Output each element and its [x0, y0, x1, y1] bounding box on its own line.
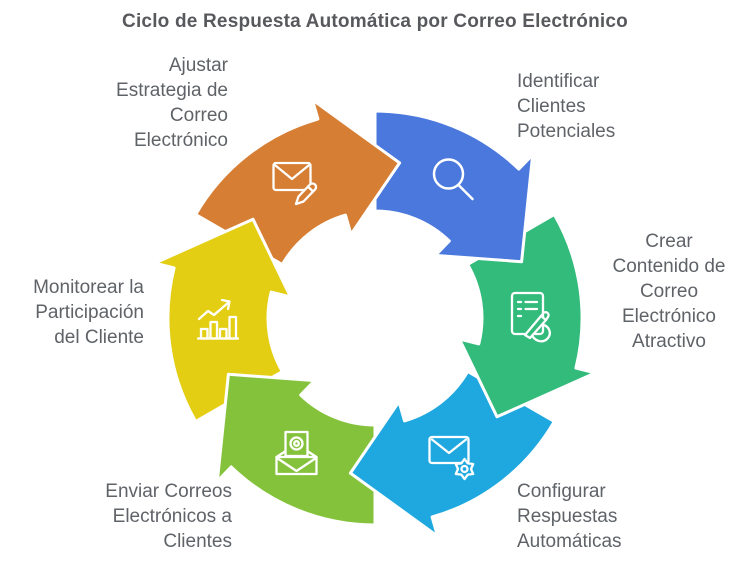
step-label-ajustar-estrategia: Ajustar Estrategia de Correo Electrónico: [116, 55, 228, 151]
step-label-configurar-respuestas: Configurar Respuestas Automáticas: [517, 481, 622, 552]
step-label-crear-contenido-atractivo: Crear Contenido de Correo Electrónico At…: [612, 231, 726, 352]
diagram-title: Ciclo de Respuesta Automática por Correo…: [122, 11, 628, 32]
cycle-arrow-right: [457, 213, 597, 419]
step-label-identificar-clientes-potenciales: Identificar Clientes Potenciales: [517, 71, 616, 142]
cycle-arrow-left: [153, 217, 293, 423]
step-label-enviar-correos: Enviar Correos Electrónicos a Clientes: [105, 481, 232, 552]
step-label-monitorear-participacion: Monitorear la Participación del Cliente: [33, 277, 144, 348]
